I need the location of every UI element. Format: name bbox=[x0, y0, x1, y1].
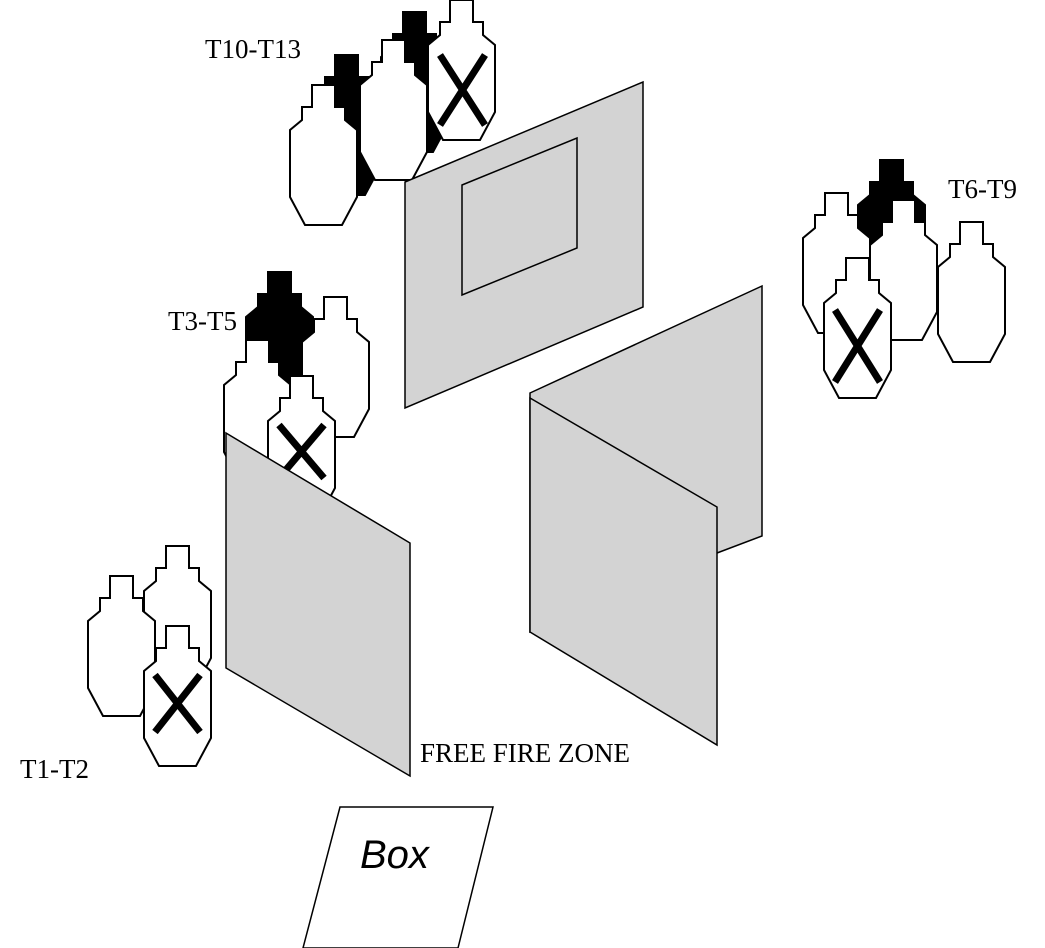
target-group-t10-t13: T10-T13 bbox=[205, 0, 496, 226]
shoot-target bbox=[937, 221, 1006, 363]
target-group-t6-t9: T6-T9 bbox=[802, 159, 1017, 399]
right-corner-wall bbox=[529, 284, 763, 747]
label-free-fire-zone: FREE FIRE ZONE bbox=[420, 738, 630, 768]
label-t6-t9: T6-T9 bbox=[948, 174, 1017, 204]
label-t10-t13: T10-T13 bbox=[205, 34, 301, 64]
label-t3-t5: T3-T5 bbox=[168, 306, 237, 336]
label-t1-t2: T1-T2 bbox=[20, 754, 89, 784]
target-group-t1-t2: T1-T2 bbox=[20, 545, 212, 784]
no-shoot-target bbox=[823, 257, 892, 399]
start-box: Box bbox=[302, 806, 494, 948]
no-shoot-target bbox=[427, 0, 496, 141]
left-wall bbox=[225, 431, 411, 778]
no-shoot-target bbox=[143, 625, 212, 767]
back-wall-with-window bbox=[404, 80, 644, 410]
label-box: Box bbox=[360, 833, 431, 877]
target-group-t3-t5: T3-T5 bbox=[168, 271, 370, 517]
